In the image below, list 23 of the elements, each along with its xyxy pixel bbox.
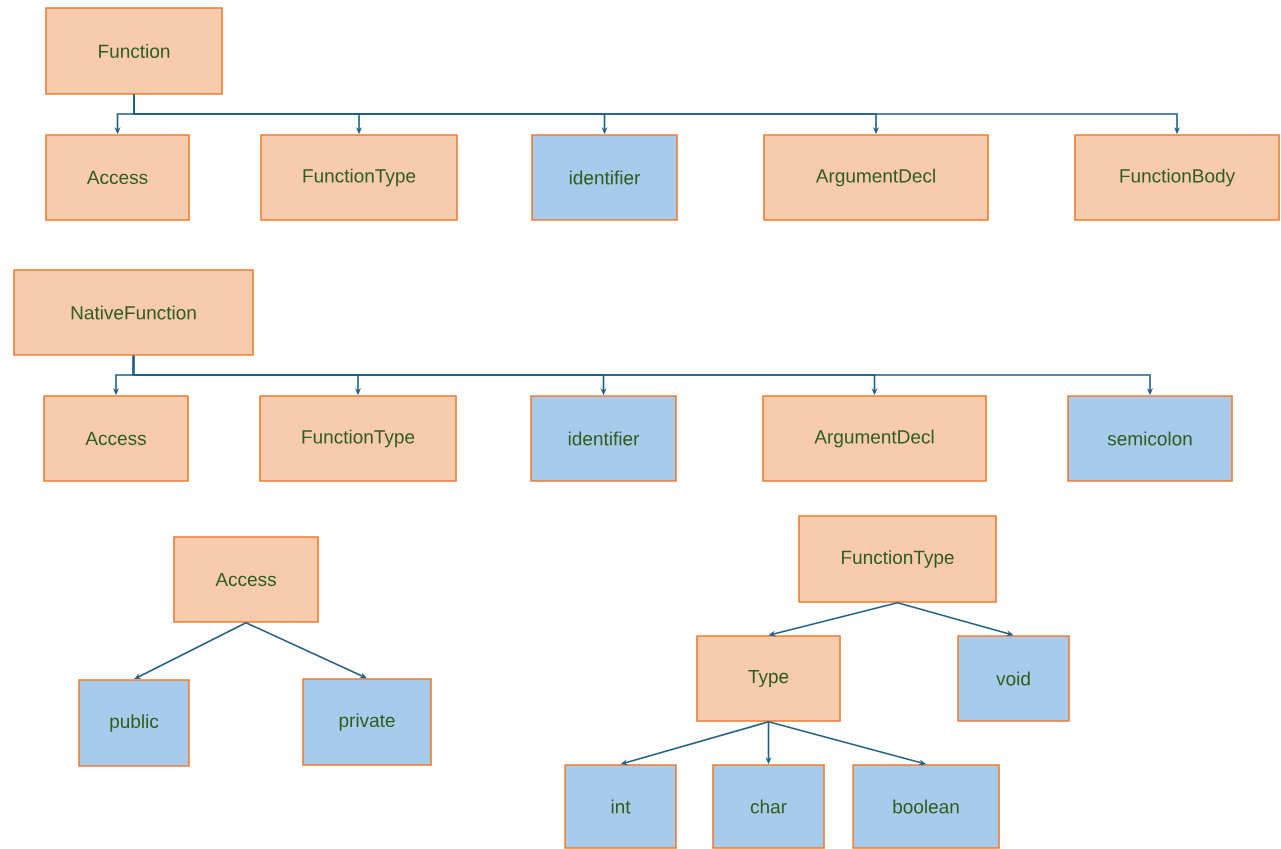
arrow <box>245 622 367 679</box>
nonterminal-box: Function <box>45 7 223 95</box>
nonterminal-box: ArgumentDecl <box>763 134 989 221</box>
terminal-box: identifier <box>531 134 678 221</box>
nonterminal-box: Access <box>45 134 190 221</box>
terminal-box: boolean <box>852 764 1000 849</box>
terminal-box: identifier <box>530 395 677 482</box>
nonterminal-box: Type <box>696 635 841 722</box>
terminal-box: char <box>712 764 825 849</box>
terminal-box: int <box>564 764 677 849</box>
nonterminal-box: FunctionType <box>798 515 997 603</box>
nonterminal-box: Access <box>173 536 319 623</box>
terminal-box: semicolon <box>1067 395 1233 482</box>
nonterminal-box: ArgumentDecl <box>762 395 987 482</box>
terminal-box: public <box>78 679 190 767</box>
terminal-box: private <box>302 678 432 766</box>
arrow <box>134 622 247 680</box>
nonterminal-box: Access <box>43 395 189 482</box>
nonterminal-box: FunctionType <box>259 395 457 482</box>
nonterminal-box: FunctionType <box>260 134 458 221</box>
terminal-box: void <box>957 635 1070 722</box>
nonterminal-box: FunctionBody <box>1074 134 1280 221</box>
nonterminal-box: NativeFunction <box>13 269 254 356</box>
